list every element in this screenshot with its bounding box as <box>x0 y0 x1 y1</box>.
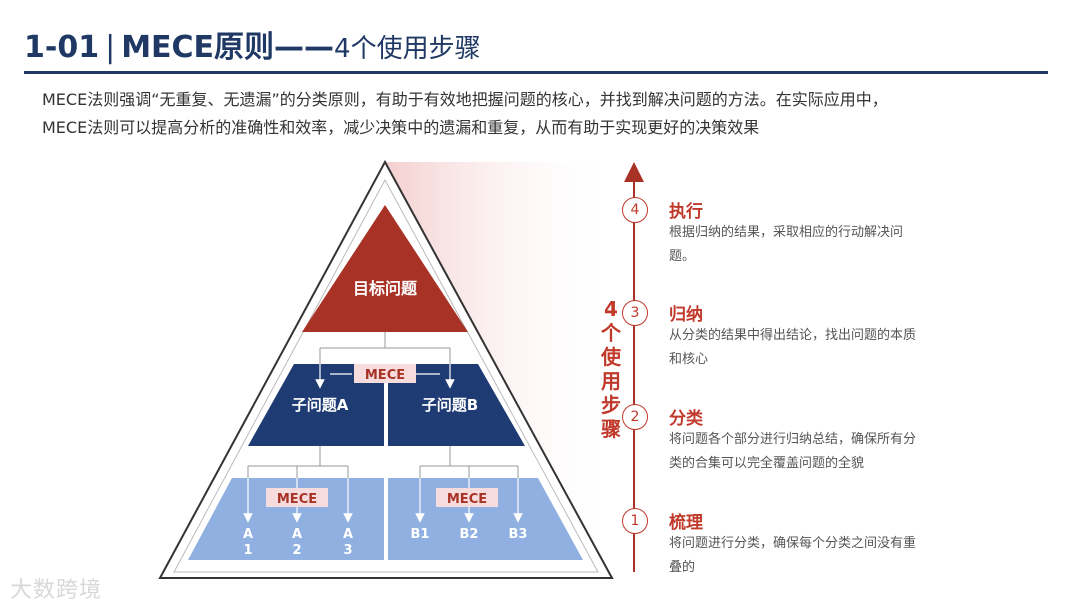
leaf-a2-letter: A <box>292 527 302 542</box>
mid-arrows <box>315 364 455 389</box>
leaf-a3-digit: 3 <box>343 543 352 558</box>
mece-label-a: MECE <box>277 492 317 507</box>
pyramid-inner-outline <box>173 178 599 573</box>
page-title: MECE原则—— <box>121 30 335 65</box>
leaf-a1-letter: A <box>243 527 253 542</box>
bottom-arrows <box>243 478 523 523</box>
step-1-number: 1 <box>622 508 648 534</box>
mece-badge-b <box>436 488 498 507</box>
step-2-desc: 将问题各个部分进行归纳总结，确保所有分类的合集可以完全覆盖问题的全貌 <box>669 432 917 471</box>
step-4-desc: 根据归纳的结果，采取相应的行动解决问题。 <box>669 225 904 264</box>
step-1-desc: 将问题进行分类，确保每个分类之间没有重叠的 <box>669 536 917 575</box>
mece-label-top: MECE <box>365 368 405 383</box>
bottom-connectors <box>247 446 519 478</box>
leaf-b1: B1 <box>411 527 430 542</box>
leaf-b3: B3 <box>509 527 528 542</box>
page-subtitle: 4个使用步骤 <box>334 34 481 64</box>
leaf-a3-letter: A <box>343 527 353 542</box>
background-gradient <box>385 162 620 578</box>
step-3-name: 归纳 <box>669 305 703 325</box>
leaf-a2-digit: 2 <box>292 543 301 558</box>
step-4-name: 执行 <box>669 202 703 222</box>
mece-badge-a <box>266 488 328 507</box>
step-3-number: 3 <box>622 300 648 326</box>
intro-line-2: MECE法则可以提高分析的准确性和效率，减少决策中的遗漏和重复，从而有助于实现更… <box>42 118 760 137</box>
step-3-desc: 从分类的结果中得出结论，找出问题的本质和核心 <box>669 328 917 367</box>
sub-problem-b-label: 子问题B <box>422 396 478 414</box>
page-number: 1-01 <box>24 30 100 65</box>
mece-badge-top <box>354 364 416 383</box>
page-header: 1-01 | MECE原则—— 4个使用步骤 <box>24 22 481 66</box>
sub-problem-a-label: 子问题A <box>292 396 349 414</box>
intro-text: MECE法则强调“无重复、无遗漏”的分类原则，有助于有效地把握问题的核心，并找到… <box>42 86 1042 142</box>
leaf-b2: B2 <box>460 527 479 542</box>
step-2-number: 2 <box>622 404 648 430</box>
step-4-number: 4 <box>622 197 648 223</box>
target-problem-label: 目标问题 <box>353 279 418 298</box>
leaf-a1-digit: 1 <box>243 543 252 558</box>
target-problem-triangle <box>302 205 468 332</box>
watermark: 大数跨境 <box>10 578 103 603</box>
intro-line-1: MECE法则强调“无重复、无遗漏”的分类原则，有助于有效地把握问题的核心，并找到… <box>42 90 888 109</box>
header-rule <box>24 71 1048 74</box>
leaves-a-box <box>188 478 384 560</box>
sub-problem-a-box <box>248 364 384 446</box>
mece-label-b: MECE <box>447 492 487 507</box>
step-1-name: 梳理 <box>669 513 703 533</box>
step-2-name: 分类 <box>669 409 703 429</box>
sub-problem-b-box <box>388 364 525 446</box>
title-separator: | <box>105 30 116 65</box>
